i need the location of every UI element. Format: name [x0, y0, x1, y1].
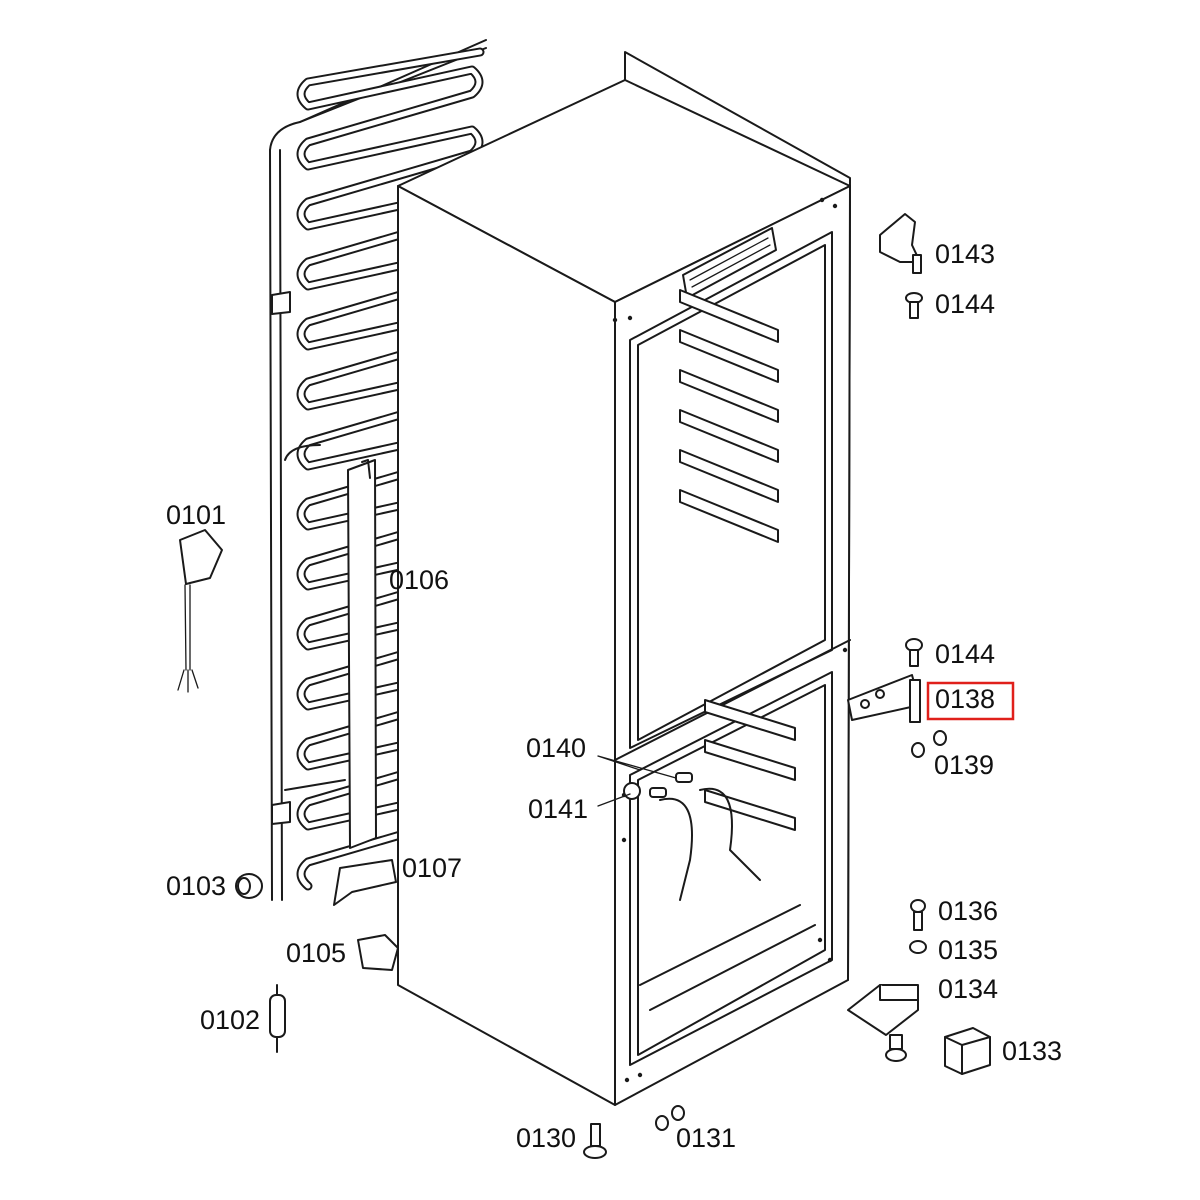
frame-screw-dot: [624, 1077, 630, 1083]
adjustable-foot-part[interactable]: [583, 1123, 607, 1159]
label-0102: 0102: [200, 1005, 260, 1035]
label-0144-lower: 0144: [935, 639, 995, 669]
label-0136: 0136: [938, 896, 998, 926]
support-rail-part[interactable]: [347, 459, 377, 849]
mounting-bracket-part-0105[interactable]: [357, 934, 399, 971]
shelf-rail-upper: [679, 289, 779, 343]
frame-screw-dot: [637, 1072, 643, 1078]
screw-part-0144-lower[interactable]: [905, 638, 923, 667]
middle-hinge-part[interactable]: [847, 674, 921, 723]
label-0106: 0106: [389, 565, 449, 595]
pin-part-0140[interactable]: [675, 772, 693, 783]
frame-screw-dot: [621, 837, 627, 843]
label-0135: 0135: [938, 935, 998, 965]
hinge-cover-part[interactable]: [944, 1027, 991, 1075]
label-0105: 0105: [286, 938, 346, 968]
shelf-rail-lower: [704, 739, 796, 781]
label-0101: 0101: [166, 500, 226, 530]
frame-screw-dot: [612, 317, 618, 323]
label-0133: 0133: [1002, 1036, 1062, 1066]
frame-screw-dot: [842, 647, 848, 653]
label-0103: 0103: [166, 871, 226, 901]
frame-screw-dot: [627, 315, 633, 321]
frame-screw-dot: [817, 937, 823, 943]
washers-part-0131[interactable]: [655, 1105, 685, 1131]
screw-part-0144-upper[interactable]: [905, 292, 923, 319]
fridge-cabinet[interactable]: [397, 51, 851, 1106]
shelf-rail-lower: [704, 699, 796, 741]
frame-screw-dot: [832, 203, 838, 209]
shelf-rail-upper: [679, 489, 779, 543]
label-0144-upper: 0144: [935, 289, 995, 319]
shelf-rail-upper: [679, 449, 779, 503]
label-0140: 0140: [526, 733, 586, 763]
power-cord-part[interactable]: [177, 529, 223, 693]
lower-hinge-part[interactable]: [847, 984, 919, 1062]
label-0131: 0131: [676, 1123, 736, 1153]
shelf-rail-upper: [679, 369, 779, 423]
label-0130: 0130: [516, 1123, 576, 1153]
washer-part-0135[interactable]: [909, 940, 927, 954]
clip-part-0107[interactable]: [333, 859, 397, 906]
washers-part-0139[interactable]: [911, 730, 947, 758]
label-0134: 0134: [938, 974, 998, 1004]
shelf-rail-upper: [679, 409, 779, 463]
hinge-pin-part-0136[interactable]: [910, 899, 926, 931]
frame-screw-dot: [827, 957, 833, 963]
label-0138: 0138: [935, 684, 995, 714]
upper-hinge-part[interactable]: [879, 213, 922, 274]
shelf-rail-upper: [679, 329, 779, 383]
label-0107: 0107: [402, 853, 462, 883]
thermostat-sensor-part[interactable]: [269, 984, 286, 1053]
label-0141: 0141: [528, 794, 588, 824]
highlight-box-0138: [926, 681, 1015, 721]
label-0139: 0139: [934, 750, 994, 780]
plug-part[interactable]: [235, 873, 263, 899]
label-0143: 0143: [935, 239, 995, 269]
frame-screw-dot: [819, 197, 825, 203]
